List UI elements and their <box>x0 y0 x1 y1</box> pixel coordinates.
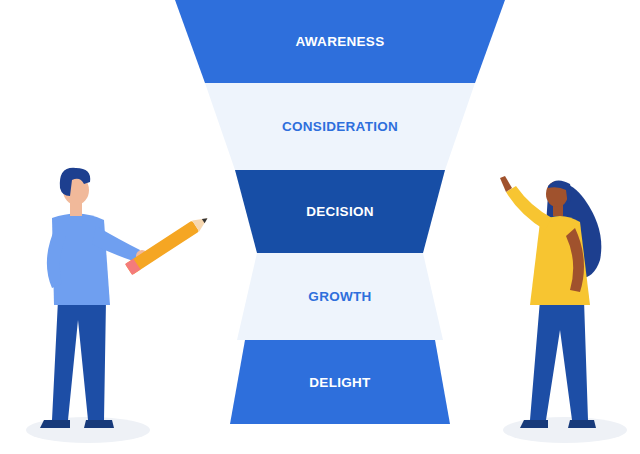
woman-figure <box>500 176 601 428</box>
band-fill <box>175 0 505 83</box>
stage-label: AWARENESS <box>175 34 505 49</box>
stage-label: DECISION <box>235 204 445 219</box>
band-fill <box>235 170 445 253</box>
ground-shadow <box>503 417 627 443</box>
funnel-band: DELIGHT <box>230 340 450 424</box>
funnel-band: AWARENESS <box>175 0 505 83</box>
stage-label: CONSIDERATION <box>205 119 475 134</box>
band-fill <box>205 83 475 170</box>
band-fill <box>237 253 443 340</box>
funnel-band: DECISION <box>235 170 445 253</box>
funnel-band: GROWTH <box>237 253 443 340</box>
stage-label: GROWTH <box>237 289 443 304</box>
band-fill <box>230 340 450 424</box>
stage-label: DELIGHT <box>230 375 450 390</box>
man-figure <box>40 168 211 428</box>
funnel-band: CONSIDERATION <box>205 83 475 170</box>
ground-shadow <box>26 417 150 443</box>
